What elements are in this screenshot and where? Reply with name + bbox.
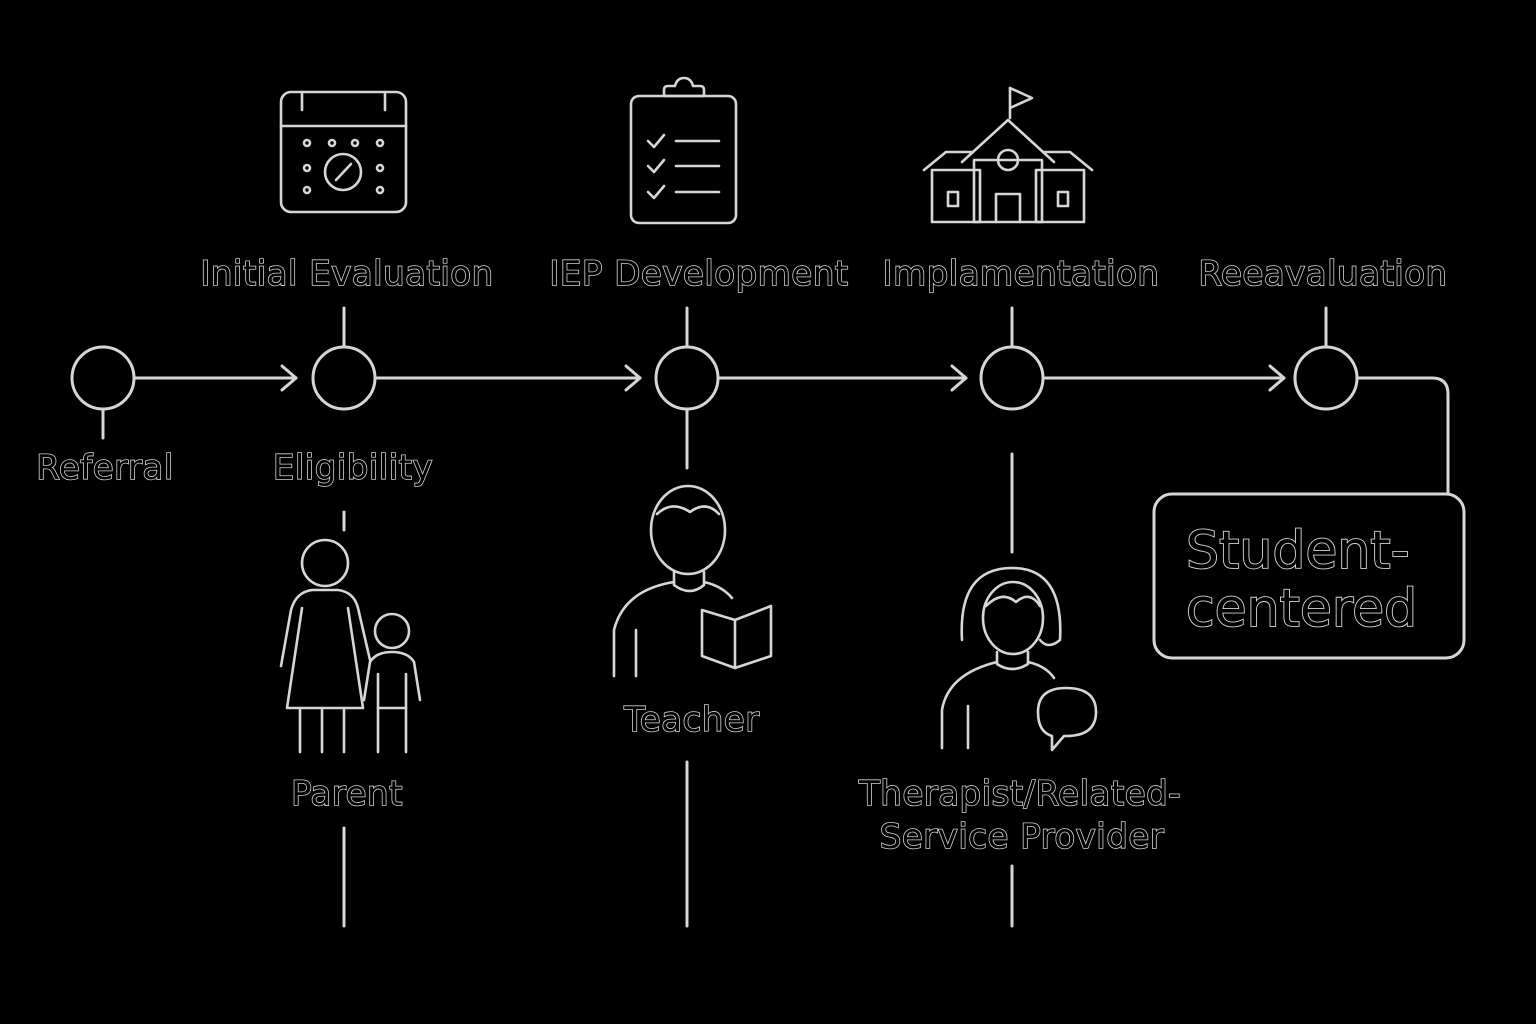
student-centered-box [1152,492,1466,660]
label-reevaluation: Reeavaluation [1198,254,1447,294]
label-therapist-line2: Service Provider [880,817,1164,857]
label-implementation: Implamentation [883,254,1160,294]
vertical-stems [101,306,1328,928]
school-building-icon [922,86,1094,224]
student-centered-line1: Student- [1186,521,1409,581]
parent-child-icon [279,538,422,754]
teacher-book-icon [612,484,773,678]
node-initial-evaluation [311,345,377,411]
node-implementation [979,345,1045,411]
timeline-nodes [70,345,1359,411]
calendar-icon [279,90,408,214]
student-centered-line2: centered [1186,579,1417,639]
label-iep-development: IEP Development [549,254,848,294]
therapist-speech-icon [940,566,1098,752]
label-eligibility: Eligibility [273,448,433,488]
node-referral [70,345,136,411]
label-therapist-line1: Therapist/Related- [858,774,1181,814]
label-parent: Parent [291,774,403,814]
label-teacher: Teacher [623,700,759,740]
clipboard-checklist-icon [629,76,738,225]
node-reevaluation [1293,345,1359,411]
label-initial-evaluation: Initial Evaluation [200,254,493,294]
label-referral: Referral [36,448,174,488]
timeline-connectors [132,364,1450,494]
node-iep-development [654,345,720,411]
